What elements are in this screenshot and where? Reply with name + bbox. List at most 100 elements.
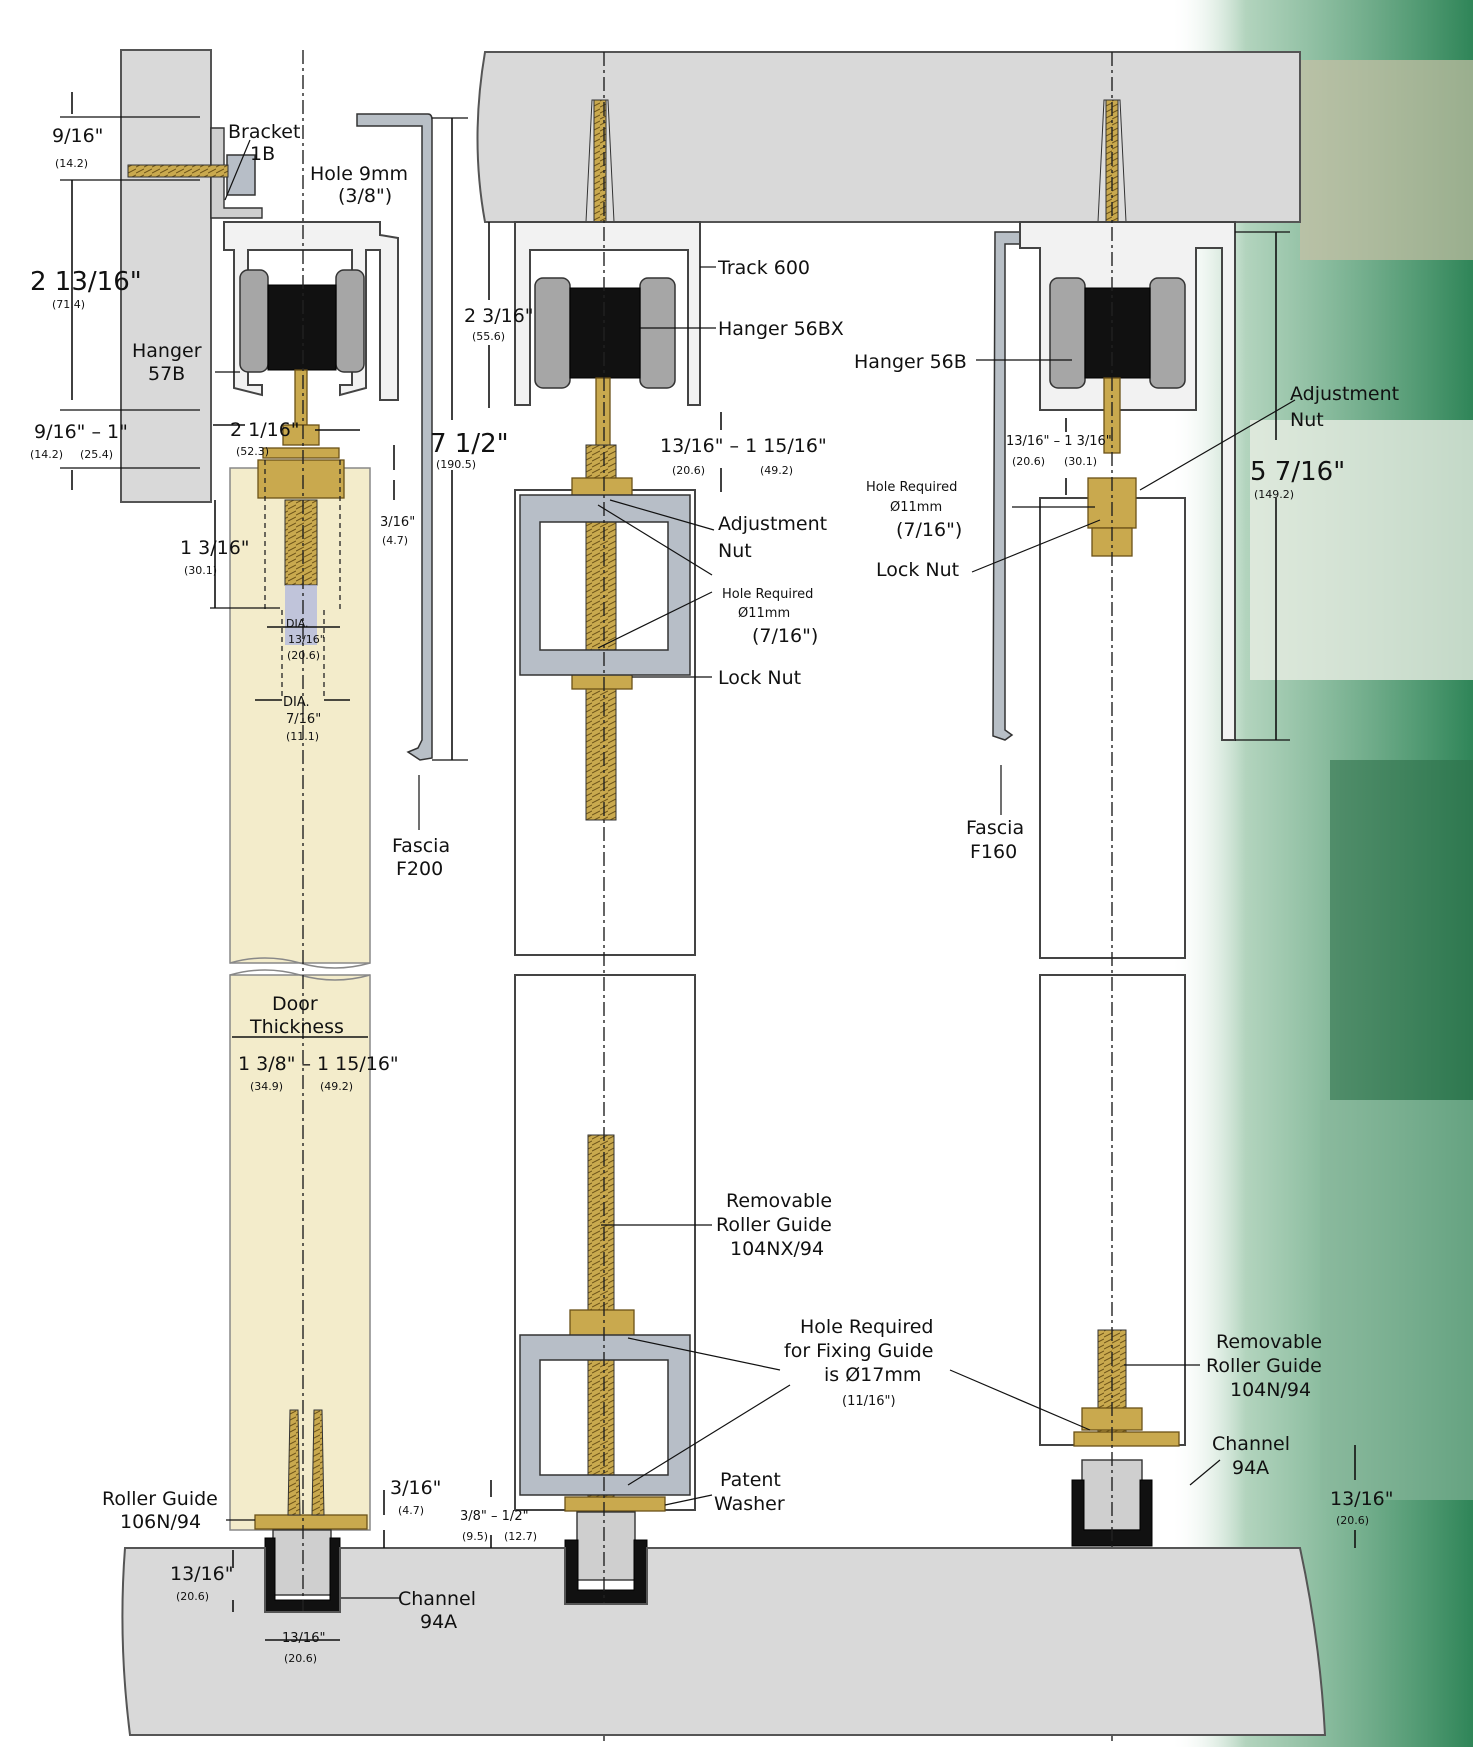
label-removable-right-2: Roller Guide [1206, 1355, 1322, 1377]
label-hole-fix-1: Hole Required [800, 1316, 933, 1338]
label-hanger56bx: Hanger 56BX [718, 318, 844, 340]
dim-dia1-c: (20.6) [287, 649, 320, 662]
right-assembly [992, 52, 1236, 1742]
text-labels: Bracket 1B Hole 9mm (3/8") Hanger 57B Fa… [30, 121, 1399, 1665]
label-patent-2: Washer [714, 1493, 785, 1515]
dim-d3m1: (14.2) [30, 448, 63, 461]
dim-d15m1: (20.6) [1012, 455, 1045, 468]
dim-d7: 1 3/16" [180, 537, 250, 559]
label-hole-fix-3: is Ø17mm [824, 1364, 921, 1386]
dim-dia2-c: (11.1) [286, 730, 319, 743]
label-hole-fix-4: (11/16") [842, 1394, 896, 1409]
label-bracket-model: 1B [250, 143, 275, 165]
dim-d5m: (190.5) [436, 458, 476, 471]
dim-d13m2: (49.2) [760, 464, 793, 477]
dim-dia1-b: 13/16" [288, 633, 325, 646]
label-removable-mid-3: 104NX/94 [730, 1238, 824, 1260]
dim-d15m2: (30.1) [1064, 455, 1097, 468]
dim-d9: 3/16" [390, 1477, 441, 1499]
background-photo [1170, 0, 1473, 1747]
label-adj-nut-right-1: Adjustment [1290, 383, 1399, 405]
label-adj-nut-mid-2: Nut [718, 540, 752, 562]
label-thickness: Thickness [249, 1016, 344, 1038]
dim-d13m1: (20.6) [672, 464, 705, 477]
dim-d3m2: (25.4) [80, 448, 113, 461]
floor [121, 1547, 1327, 1736]
ceiling [476, 51, 1301, 223]
label-channel-left: Channel [398, 1588, 476, 1610]
label-adj-nut-right-2: Nut [1290, 409, 1324, 431]
label-hole-req-mid-2: Ø11mm [738, 606, 790, 621]
dim-d10m: (20.6) [176, 1590, 209, 1603]
label-hole-req-right-2: Ø11mm [890, 500, 942, 515]
dim-dia2-a: DIA. [283, 695, 310, 710]
dim-d12m: (55.6) [472, 330, 505, 343]
label-roller-guide-106-model: 106N/94 [120, 1511, 201, 1533]
dim-d2: 2 13/16" [30, 267, 142, 297]
left-door-lower [229, 974, 371, 1531]
label-removable-right-1: Removable [1216, 1331, 1322, 1353]
label-bracket: Bracket [228, 121, 300, 143]
dim-d6m: (4.7) [382, 534, 408, 547]
dim-d14m1: (9.5) [462, 1530, 488, 1543]
label-hanger56b: Hanger 56B [854, 351, 967, 373]
label-patent-1: Patent [720, 1469, 781, 1491]
label-lock-nut-right: Lock Nut [876, 559, 959, 581]
label-hole9-imp: (3/8") [338, 185, 392, 207]
dim-d3: 9/16" – 1" [34, 421, 128, 443]
dim-dia2-b: 7/16" [286, 712, 321, 727]
dim-d8m2: (49.2) [320, 1080, 353, 1093]
dim-dia1-a: DIA. [286, 617, 309, 630]
dim-d12: 2 3/16" [464, 305, 534, 327]
dimension-lines [60, 92, 1356, 1641]
label-fascia-f200: Fascia [392, 835, 450, 857]
label-lock-nut-mid: Lock Nut [718, 667, 801, 689]
dim-d8: 1 3/8" – 1 15/16" [238, 1053, 399, 1075]
dim-d5: 7 1/2" [430, 429, 509, 459]
label-channel-right-model: 94A [1232, 1457, 1269, 1479]
fascia-f160 [992, 231, 1021, 741]
dim-d4m: (52.3) [236, 445, 269, 458]
dim-d9m: (4.7) [398, 1504, 424, 1517]
label-hole-req-right-3: (7/16") [896, 519, 962, 541]
dim-d8m1: (34.9) [250, 1080, 283, 1093]
dim-d17: 13/16" [1330, 1488, 1394, 1510]
label-track600: Track 600 [717, 257, 810, 279]
label-fascia-f160: Fascia [966, 817, 1024, 839]
dim-d15: 13/16" – 1 3/16" [1006, 434, 1112, 449]
label-adj-nut-mid-1: Adjustment [718, 513, 827, 535]
dim-d13: 13/16" – 1 15/16" [660, 435, 827, 457]
dim-d11m: (20.6) [284, 1652, 317, 1665]
label-hole-req-right-1: Hole Required [866, 480, 957, 495]
label-channel-right: Channel [1212, 1433, 1290, 1455]
fascia-f200 [356, 113, 433, 761]
label-fascia-f200-model: F200 [396, 858, 443, 880]
label-hanger57-model: 57B [148, 363, 185, 385]
label-hole-req-mid-3: (7/16") [752, 625, 818, 647]
label-roller-guide-106: Roller Guide [102, 1488, 218, 1510]
label-channel-left-model: 94A [420, 1611, 457, 1633]
dim-d17m: (20.6) [1336, 1514, 1369, 1527]
dim-d4: 2 1/16" [230, 419, 300, 441]
dim-d11: 13/16" [282, 1631, 325, 1646]
label-hole9: Hole 9mm [310, 163, 408, 185]
dim-d14m2: (12.7) [504, 1530, 537, 1543]
label-removable-right-3: 104N/94 [1230, 1379, 1311, 1401]
dim-d14: 3/8" – 1/2" [460, 1509, 529, 1524]
dim-d1: 9/16" [52, 125, 103, 147]
label-removable-mid-2: Roller Guide [716, 1214, 832, 1236]
dim-d1m: (14.2) [55, 157, 88, 170]
dim-d16m: (149.2) [1254, 488, 1294, 501]
dim-d6: 3/16" [380, 515, 415, 530]
bracket-1b [210, 127, 263, 219]
dim-d16: 5 7/16" [1250, 457, 1345, 487]
label-hole-req-mid-1: Hole Required [722, 587, 813, 602]
dim-d10: 13/16" [170, 1563, 234, 1585]
label-hanger57: Hanger [132, 340, 202, 362]
left-wall [120, 49, 212, 503]
label-door: Door [272, 993, 318, 1015]
left-assembly [120, 49, 433, 1620]
label-removable-mid-1: Removable [726, 1190, 832, 1212]
dim-d7m: (30.1) [184, 564, 217, 577]
